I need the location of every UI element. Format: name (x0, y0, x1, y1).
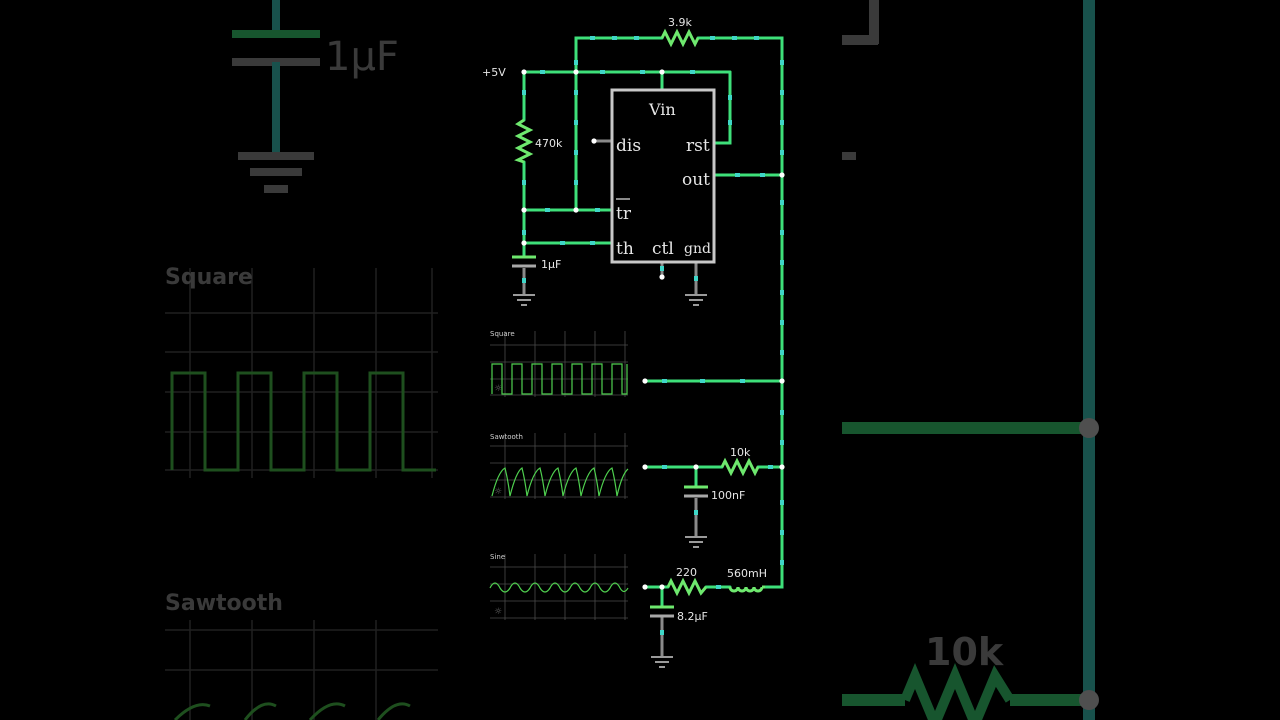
resistor-470k[interactable]: 470k (514, 118, 563, 164)
pin-rst-label: rst (686, 136, 710, 156)
scope-sawtooth[interactable]: Sawtooth ☼ (490, 433, 629, 499)
bg-scope-sawtooth (165, 620, 438, 720)
pin-tr-label: tr (616, 204, 632, 224)
scope-square[interactable]: Square ☼ (490, 330, 628, 397)
scope-sawtooth-gear-icon[interactable]: ☼ (494, 487, 502, 497)
scope-sine-gear-icon[interactable]: ☼ (494, 607, 502, 617)
resistor-3k9[interactable]: 3.9k (660, 16, 700, 48)
pin-ctl-label: ctl (652, 239, 674, 259)
current-dots (522, 36, 784, 635)
pin-gnd-label: gnd (684, 241, 711, 257)
resistor-220[interactable]: 220 (666, 566, 708, 597)
pin-out-label: out (682, 170, 710, 190)
capacitor-100nf[interactable]: 100nF (684, 485, 745, 502)
ground-sine (651, 656, 673, 668)
capacitor-1uf[interactable]: 1µF (512, 255, 561, 271)
timer-555-chip[interactable]: Vin dis rst out tr th ctl gnd (610, 88, 716, 264)
scope-square-gear-icon[interactable]: ☼ (494, 384, 502, 394)
circuit: Vin dis rst out tr th ctl gnd +5V 3.9k 4… (482, 16, 785, 668)
resistor-3k9-label: 3.9k (668, 16, 692, 29)
supply-label: +5V (482, 66, 506, 79)
wires (522, 36, 784, 608)
scope-sine-label: Sine (490, 553, 505, 561)
resistor-220-label: 220 (676, 566, 697, 579)
pin-th-label: th (616, 239, 634, 259)
capacitor-1uf-label: 1µF (541, 258, 561, 271)
bg-resistor-label: 10k (925, 630, 1004, 674)
bg-right-wires (842, 0, 1099, 720)
background-layer: 1µF Square (165, 0, 1099, 720)
bg-scope-sawtooth-label: Sawtooth (165, 591, 283, 616)
scope-sawtooth-label: Sawtooth (490, 433, 523, 441)
ground-sawtooth (685, 536, 707, 548)
resistor-10k[interactable]: 10k (720, 446, 760, 477)
bg-scope-square (165, 268, 438, 478)
capacitor-8u2f-label: 8.2µF (677, 610, 708, 623)
resistor-470k-label: 470k (535, 137, 563, 150)
bg-scope-square-label: Square (165, 265, 253, 290)
capacitor-8u2f[interactable]: 8.2µF (650, 605, 708, 623)
ground-cap-timing (513, 294, 535, 306)
scope-square-label: Square (490, 330, 515, 338)
scope-sine[interactable]: Sine ☼ (489, 553, 629, 620)
resistor-10k-label: 10k (730, 446, 751, 459)
inductor-560mh[interactable]: 560mH (727, 567, 767, 593)
capacitor-100nf-label: 100nF (711, 489, 745, 502)
pin-vin-label: Vin (648, 100, 676, 119)
ground-chip (685, 294, 707, 306)
junction-nodes (521, 69, 785, 590)
inductor-560mh-label: 560mH (727, 567, 767, 580)
pin-dis-label: dis (616, 136, 641, 156)
bg-cap-label: 1µF (325, 34, 399, 80)
bg-capacitor (232, 0, 320, 193)
